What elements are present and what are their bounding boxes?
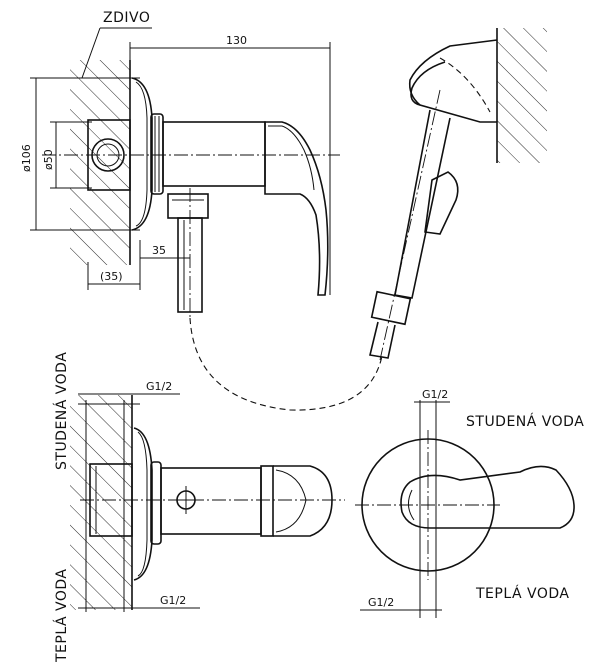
thread-top-left: G1/2	[146, 380, 172, 393]
lever-handle	[264, 121, 329, 296]
side-view: ZDIVO 130	[20, 10, 340, 318]
lever-front	[400, 465, 575, 529]
outlet-connector	[167, 193, 209, 219]
shower-handle	[394, 109, 451, 299]
wall-label: ZDIVO	[103, 10, 150, 26]
shower-trigger	[424, 171, 459, 235]
warm-water-label-left: TEPLÁ VODA	[53, 569, 70, 663]
dim-wall-depth: (35)	[100, 270, 123, 283]
wall-hatching-right	[496, 28, 547, 163]
rosette-plate-bottom	[133, 427, 153, 581]
hose-connector	[370, 290, 412, 326]
shower-head	[410, 61, 446, 106]
warm-water-label-right: TEPLÁ VODA	[475, 585, 569, 602]
thread-bottom-right: G1/2	[368, 596, 394, 609]
rosette-plate	[131, 77, 153, 231]
shower-holder	[408, 39, 498, 123]
dim-rosette-diameter: ø106	[20, 144, 33, 172]
thread-bottom-left: G1/2	[160, 594, 186, 607]
dim-body-diameter: ø50	[42, 149, 55, 170]
dim-outlet-offset: 35	[152, 244, 166, 257]
dim-overall-length: 130	[226, 34, 247, 47]
supply-view: STUDENÁ VODA TEPLÁ VODA G1/2 G1/2	[53, 352, 345, 663]
mixer-body	[162, 121, 266, 187]
thread-top-right: G1/2	[422, 388, 448, 401]
cold-water-label-left: STUDENÁ VODA	[53, 352, 70, 470]
lever-end	[273, 465, 333, 537]
hand-shower-view	[369, 28, 547, 361]
front-view: G1/2 G1/2 STUDENÁ VODA TEPLÁ VODA	[355, 388, 584, 618]
cold-water-label-right: STUDENÁ VODA	[466, 413, 584, 430]
hose-path	[189, 317, 383, 411]
wall-hatching-bottom	[70, 395, 133, 610]
mixer-body-bottom	[160, 467, 262, 535]
